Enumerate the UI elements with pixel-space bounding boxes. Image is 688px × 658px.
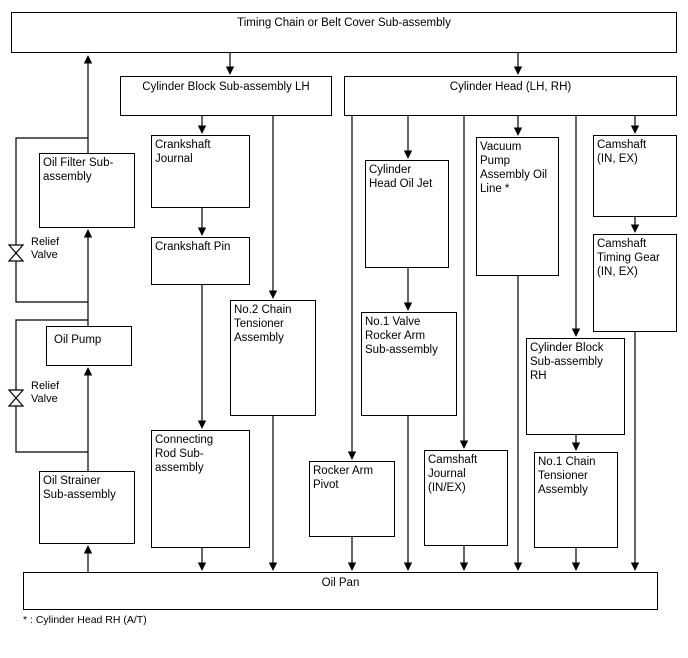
connecting-rod-label: Connecting Rod Sub- assembly xyxy=(155,434,214,474)
crankshaft-journal-box: Crankshaft Journal xyxy=(151,135,250,208)
cylinder-block-lh-label: Cylinder Block Sub-assembly LH xyxy=(142,81,310,93)
camshaft-box: Camshaft (IN, EX) xyxy=(593,135,677,217)
relief-lower-bypass xyxy=(15,319,88,453)
oil-filter-box: Oil Filter Sub- assembly xyxy=(39,153,135,228)
cylinder-head-label: Cylinder Head (LH, RH) xyxy=(449,81,572,93)
camshaft-journal-label: Camshaft Journal (IN/EX) xyxy=(428,454,478,494)
cylinder-head-oil-jet-box: Cylinder Head Oil Jet xyxy=(365,160,449,268)
crankshaft-pin-label: Crankshaft Pin xyxy=(155,241,231,253)
oil-pump-label: Oil Pump xyxy=(54,334,102,346)
relief-valve-upper-label: Relief Valve xyxy=(31,236,60,261)
rocker-arm-pivot-label: Rocker Arm Pivot xyxy=(313,465,374,491)
oil-strainer-label: Oil Strainer Sub-assembly xyxy=(43,475,116,501)
oil-pump-box: Oil Pump xyxy=(46,326,132,366)
no1-chain-tensioner-label: No.1 Chain Tensioner Assembly xyxy=(538,456,596,496)
cylinder-head-oil-jet-label: Cylinder Head Oil Jet xyxy=(369,164,433,190)
oil-pan-box: Oil Pan xyxy=(23,572,658,610)
cylinder-block-lh-box: Cylinder Block Sub-assembly LH xyxy=(120,76,332,116)
timing-cover-box: Timing Chain or Belt Cover Sub-assembly xyxy=(11,12,677,53)
camshaft-timing-gear-label: Camshaft Timing Gear (IN, EX) xyxy=(597,238,660,278)
no2-chain-tensioner-label: No.2 Chain Tensioner Assembly xyxy=(234,304,292,344)
timing-cover-label: Timing Chain or Belt Cover Sub-assembly xyxy=(237,17,451,29)
cylinder-head-box: Cylinder Head (LH, RH) xyxy=(344,76,677,116)
relief-valve-lower-icon xyxy=(7,389,25,407)
crankshaft-journal-label: Crankshaft Journal xyxy=(155,139,211,165)
relief-upper-bypass xyxy=(15,137,88,303)
camshaft-label: Camshaft (IN, EX) xyxy=(597,139,647,165)
vacuum-pump-oil-line-box: Vacuum Pump Assembly Oil Line * xyxy=(476,137,559,276)
connecting-rod-box: Connecting Rod Sub- assembly xyxy=(151,430,250,548)
crankshaft-pin-box: Crankshaft Pin xyxy=(151,237,250,285)
camshaft-journal-box: Camshaft Journal (IN/EX) xyxy=(424,450,508,546)
rocker-arm-pivot-box: Rocker Arm Pivot xyxy=(309,461,395,537)
no2-chain-tensioner-box: No.2 Chain Tensioner Assembly xyxy=(230,300,316,416)
cylinder-block-rh-box: Cylinder Block Sub-assembly RH xyxy=(526,338,625,435)
relief-valve-lower-label: Relief Valve xyxy=(31,380,60,405)
vacuum-pump-oil-line-label: Vacuum Pump Assembly Oil Line * xyxy=(480,141,548,195)
relief-valve-upper-icon xyxy=(7,244,25,262)
no1-valve-rocker-arm-box: No.1 Valve Rocker Arm Sub-assembly xyxy=(361,312,457,416)
no1-chain-tensioner-box: No.1 Chain Tensioner Assembly xyxy=(534,452,618,548)
cylinder-block-rh-label: Cylinder Block Sub-assembly RH xyxy=(530,342,604,382)
footnote: * : Cylinder Head RH (A/T) xyxy=(23,614,147,626)
camshaft-timing-gear-box: Camshaft Timing Gear (IN, EX) xyxy=(593,234,677,332)
oil-pan-label: Oil Pan xyxy=(321,577,360,589)
oil-filter-label: Oil Filter Sub- assembly xyxy=(43,157,114,183)
no1-valve-rocker-arm-label: No.1 Valve Rocker Arm Sub-assembly xyxy=(365,316,438,356)
oil-strainer-box: Oil Strainer Sub-assembly xyxy=(39,471,135,544)
